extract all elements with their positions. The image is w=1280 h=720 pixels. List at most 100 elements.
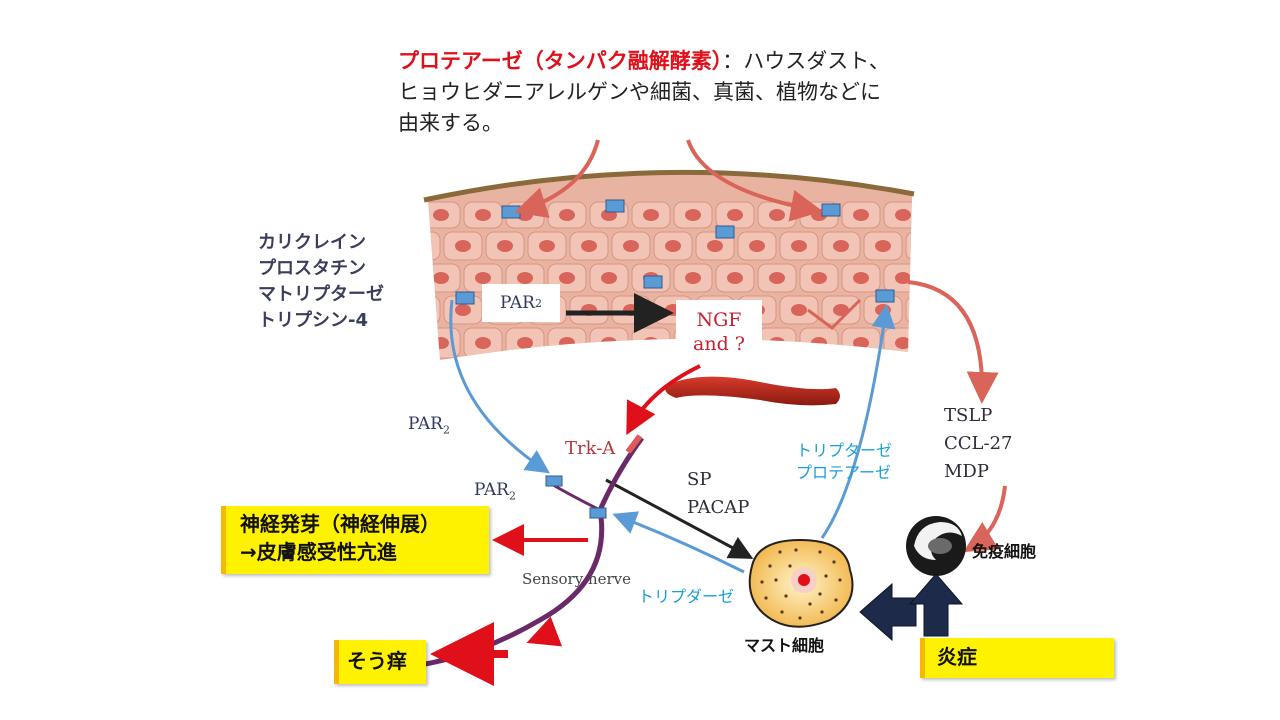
par2-sub: 2 [442, 423, 450, 437]
mast-granule [834, 598, 838, 602]
skin-cell [428, 295, 441, 325]
skin-cell [905, 231, 912, 261]
skin-cell-nucleus [727, 272, 743, 284]
skin-cell-nucleus [517, 337, 533, 349]
ngf-label: NGF and ? [676, 300, 762, 364]
par2-nerve-label: PAR2 [474, 480, 516, 502]
mdp-label: MDP [944, 461, 989, 482]
par2-receptor [821, 203, 841, 217]
mast-granule [788, 564, 792, 568]
enzyme-item: カリクレイン [258, 232, 366, 253]
par2-receptor [605, 199, 625, 213]
par2-receptor [875, 289, 895, 303]
trka-label: Trk-A [565, 438, 616, 459]
par2-text: PAR [408, 414, 443, 434]
itch-box: そう痒 [334, 640, 426, 684]
par2-blue-arrow [449, 299, 550, 474]
skin-cell [905, 295, 912, 325]
skin-cell-nucleus [791, 304, 807, 316]
skin-cell-nucleus [455, 304, 471, 316]
protease-caption: プロテアーゼ（タンパク融解酵素）：ハウスダスト、ヒョウヒダニアレルゲンや細菌、真… [398, 46, 898, 139]
par2-left-label: PAR2 [408, 414, 450, 436]
skin-cell [926, 202, 964, 228]
pacap-label: PACAP [687, 497, 750, 518]
enzyme-item: プロスタチン [258, 258, 366, 279]
par2-receptor [455, 291, 475, 305]
skin-cell-nucleus [643, 209, 659, 221]
skin-cell-nucleus [917, 240, 933, 252]
tryptase-mast-label: トリプダーゼ [638, 587, 735, 606]
skin-cell-nucleus [727, 209, 743, 221]
mast-granule [818, 592, 822, 596]
mast-granule [794, 548, 798, 552]
mast-granule [818, 550, 822, 554]
skin-cell-nucleus [895, 272, 911, 284]
neuropeptide-labels: SP PACAP [687, 466, 749, 522]
tryptase-protease-label: トリプターゼ プロテアーゼ [796, 440, 892, 484]
trka-receptor [625, 434, 643, 454]
blood-vessel [665, 376, 840, 406]
ngf-to-trka-arrow [626, 364, 701, 436]
skin-cell-nucleus [937, 209, 953, 221]
tryptase-label: トリプターゼ [796, 441, 893, 460]
sp-label: SP [687, 469, 712, 490]
block-arrow-up [908, 573, 964, 637]
skin-zigzag [807, 298, 862, 330]
par2-text: PAR [500, 293, 535, 313]
skin-cell-nucleus [623, 240, 639, 252]
skin-cell-nucleus [811, 337, 827, 349]
enzyme-item: マトリプターゼ [258, 284, 384, 305]
inflammation-arrows [859, 573, 964, 642]
immune-cell-nucleus [914, 522, 962, 560]
mast-granule [832, 560, 836, 564]
mast-granule [768, 564, 772, 568]
par2-text: PAR [474, 480, 509, 500]
skin-cell-nucleus [875, 304, 891, 316]
nerve-sprouting-box: 神経発芽（神経伸展） →皮膚感受性亢進 [221, 506, 489, 574]
mast-granule [838, 578, 842, 582]
block-arrow-left [859, 582, 917, 642]
skin-cell-nucleus [791, 240, 807, 252]
skin-cell-nucleus [433, 209, 449, 221]
par2-sub: 2 [508, 489, 516, 503]
mast-granule [824, 574, 828, 578]
skin-cell-nucleus [875, 240, 891, 252]
sensory-nerve-label: Sensory nerve [522, 570, 632, 588]
skin-cell-nucleus [559, 272, 575, 284]
immune-cell-core [928, 538, 952, 554]
skin-cell-nucleus [475, 337, 491, 349]
sp-pacap-arrow [605, 478, 754, 559]
skin-cell-nucleus [833, 240, 849, 252]
skin-cell-nucleus [497, 240, 513, 252]
caption-rest: ：ハウスダスト、ヒョウヒダニアレルゲンや細菌、真菌、植物などに由来する。 [398, 49, 890, 135]
skin-cell-nucleus [643, 337, 659, 349]
skin-cell-nucleus [853, 337, 869, 349]
skin-cell-nucleus [895, 337, 911, 349]
par2-sub: 2 [534, 296, 542, 310]
caption-highlight: プロテアーゼ（タンパク融解酵素） [398, 49, 723, 73]
nerve-sprouting-line2: →皮膚感受性亢進 [240, 540, 397, 564]
immune-cell-label: 免疫細胞 [972, 542, 1037, 561]
skin-cell [757, 327, 797, 359]
skin-cell-nucleus [559, 209, 575, 221]
skin-cell-nucleus [517, 272, 533, 284]
skin-cell-nucleus [811, 272, 827, 284]
immune-cell [906, 516, 966, 576]
ccl27-label: CCL-27 [944, 433, 1013, 454]
mast-granule [784, 594, 788, 598]
skin-cell-nucleus [769, 209, 785, 221]
skin-cell-nucleus [433, 272, 449, 284]
cytokine-labels: TSLP CCL-27 MDP [944, 402, 1012, 486]
enzyme-list: カリクレイン プロスタチン マトリプターゼ トリプシン-4 [258, 230, 384, 334]
skin-cell-nucleus [937, 337, 953, 349]
skin-cell-nucleus [428, 240, 429, 252]
mast-granule [774, 578, 778, 582]
mast-cell-nucleolus [798, 574, 810, 586]
nerve-par2-receptor-1 [545, 475, 563, 487]
skin-cell-nucleus [749, 240, 765, 252]
skin-cell-nucleus [559, 337, 575, 349]
skin-cell-nucleus [428, 304, 429, 316]
skin-cell-nucleus [685, 209, 701, 221]
protease-arrow-left [514, 139, 600, 218]
protease-label: プロテアーゼ [796, 463, 892, 482]
